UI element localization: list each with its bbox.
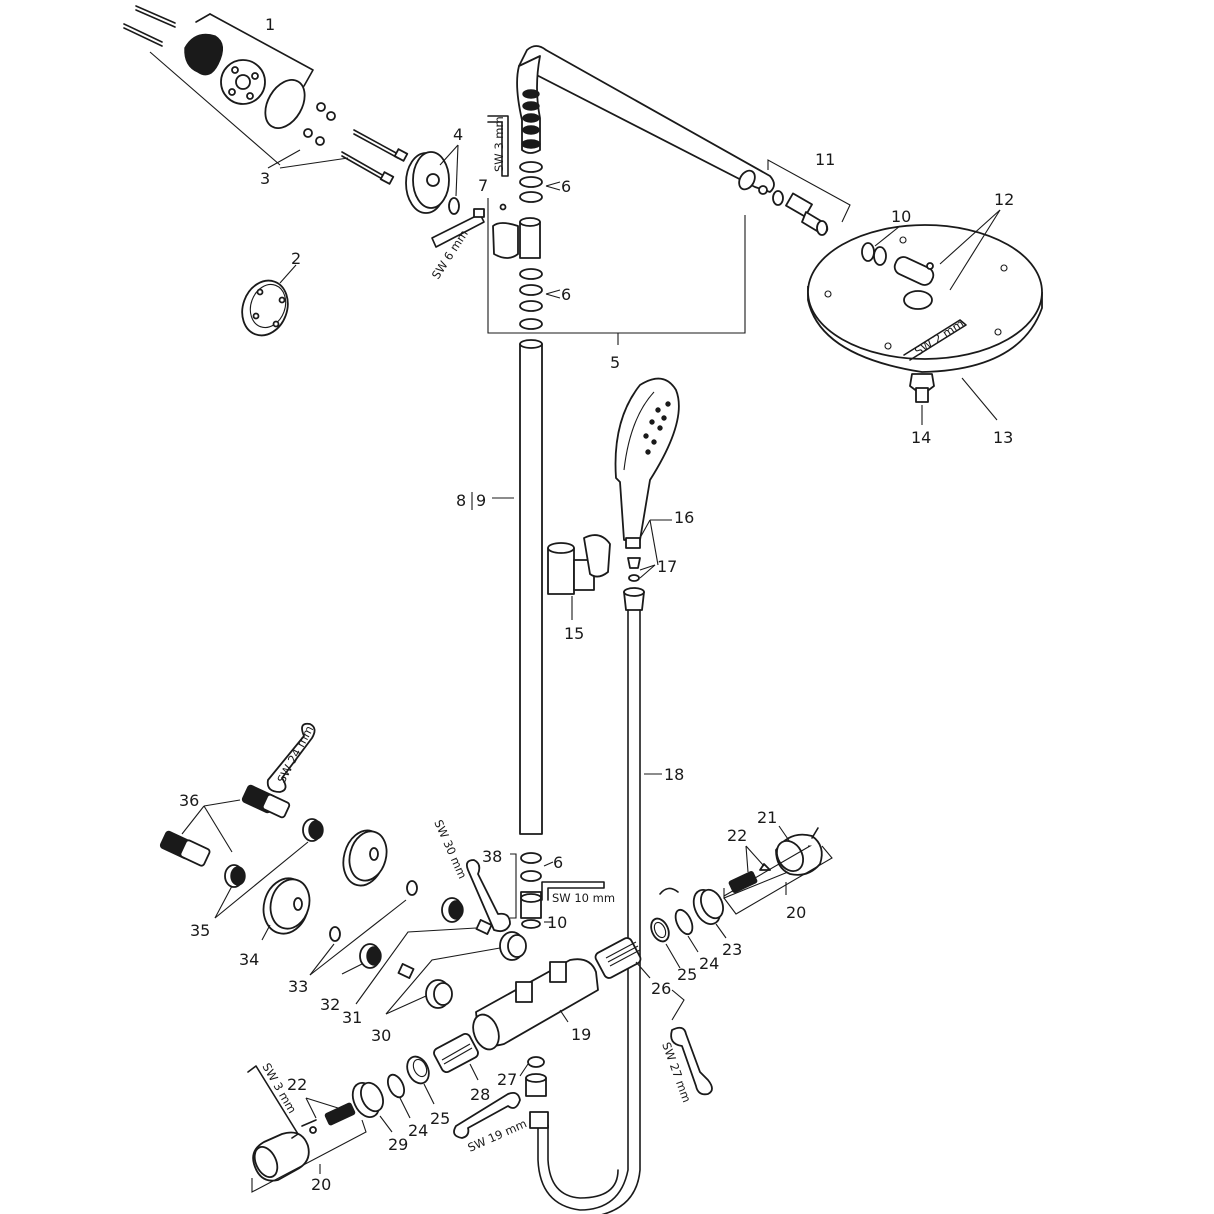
callout-30: 30 (371, 1026, 391, 1045)
handle-part-20-top (723, 825, 833, 915)
callout-33: 33 (288, 977, 308, 996)
callout-31: 31 (342, 1008, 362, 1027)
callout-35: 35 (190, 921, 210, 940)
callout-23: 23 (722, 940, 742, 959)
callout-12: 12 (994, 190, 1014, 209)
tool-label-sw24: SW 24 mm (274, 723, 316, 785)
callout-10-top: 10 (891, 207, 911, 226)
tool-label-sw6: SW 6 mm (429, 227, 471, 281)
shower-rail-part-8 (492, 339, 543, 835)
tool-label-sw30: SW 30 mm (431, 818, 469, 881)
rosettes-part-34 (261, 829, 388, 941)
callout-26: 26 (651, 979, 671, 998)
ring-part-25-top (650, 917, 681, 969)
callout-28: 28 (470, 1085, 490, 1104)
callout-21: 21 (757, 808, 777, 827)
callout-27: 27 (497, 1070, 517, 1089)
tool-label-sw3-top: SW 3 mm (492, 116, 506, 172)
thermostat-unit-part-23 (692, 888, 727, 939)
thermostat-unit-part-29 (351, 1081, 393, 1133)
callout-2: 2 (291, 249, 301, 268)
thermostat-body-part-19 (472, 958, 599, 1051)
cartridge-part-28 (433, 1032, 479, 1081)
callout-6-mid: 6 (561, 285, 571, 304)
callout-20-left: 20 (311, 1175, 331, 1194)
ring-part-25-bottom (406, 1055, 435, 1105)
callout-22-left: 22 (287, 1075, 307, 1094)
overhead-shower-part-13 (807, 209, 1043, 425)
open-wrench-sw24: SW 24 mm (266, 722, 316, 793)
filter-part-32 (341, 897, 464, 975)
callout-17: 17 (657, 557, 677, 576)
callout-1: 1 (265, 15, 275, 34)
seal-part-27 (519, 1056, 547, 1097)
callout-15: 15 (564, 624, 584, 643)
callout-5: 5 (610, 353, 620, 372)
callout-numbers: 1 2 3 4 5 6 6 6 7 8 9 10 10 11 12 13 14 … (179, 15, 1014, 1194)
long-screws-part-3 (149, 51, 409, 185)
connector-part-11 (758, 159, 851, 236)
open-wrench-sw19: SW 19 mm (453, 1091, 529, 1155)
callout-38: 38 (482, 847, 502, 866)
callout-34: 34 (239, 950, 259, 969)
callout-22-right: 22 (727, 826, 747, 845)
callout-4: 4 (453, 125, 463, 144)
callout-36: 36 (179, 791, 199, 810)
wall-plate-part-1 (184, 13, 336, 146)
callout-20-right: 20 (786, 903, 806, 922)
callout-24-right: 24 (699, 954, 719, 973)
callout-11: 11 (815, 150, 835, 169)
callout-32: 32 (320, 995, 340, 1014)
nuts-part-35 (214, 818, 324, 919)
wall-screws-top (123, 5, 176, 47)
callout-24-left: 24 (408, 1121, 428, 1140)
callout-3: 3 (260, 169, 270, 188)
callout-13: 13 (993, 428, 1013, 447)
cover-cap-part-2 (241, 264, 297, 337)
open-wrench-sw27: SW 27 mm (659, 989, 713, 1104)
callout-25-left: 25 (430, 1109, 450, 1128)
callout-6-bottom: 6 (553, 853, 563, 872)
callout-25-right: 25 (677, 965, 697, 984)
callout-19: 19 (571, 1025, 591, 1044)
hex-key-sw10: SW 10 mm (541, 881, 615, 905)
callout-9: 9 (476, 491, 486, 510)
check-valves-part-31 (355, 919, 493, 1005)
callout-16: 16 (674, 508, 694, 527)
eccentric-unions-part-36 (159, 784, 291, 867)
callout-14: 14 (911, 428, 931, 447)
oring-part-24-top (659, 887, 699, 953)
hex-key-sw3-top: SW 3 mm (487, 115, 509, 177)
slider-part-15 (547, 534, 611, 620)
nuts-part-30 (385, 931, 527, 1015)
shower-hose-part-18 (529, 587, 662, 1214)
callout-18: 18 (664, 765, 684, 784)
washers-part-33 (309, 880, 418, 976)
tool-label-sw10: SW 10 mm (552, 891, 615, 905)
callout-29: 29 (388, 1135, 408, 1154)
shower-arm-part-5 (487, 45, 775, 345)
adapter-part-38 (510, 852, 554, 929)
callout-6-top: 6 (561, 177, 571, 196)
callout-8: 8 (456, 491, 466, 510)
hex-key-sw3-bottom: SW 3 mm (247, 1061, 299, 1139)
cartridge-part-26 (594, 937, 651, 979)
callout-7: 7 (478, 176, 488, 195)
oring-part-24-bottom (386, 1073, 411, 1119)
rosette-part-4 (405, 144, 460, 215)
handle-part-20-bottom (251, 1097, 367, 1193)
hand-shower-part-16 (614, 377, 680, 582)
callout-10-bottom: 10 (547, 913, 567, 932)
